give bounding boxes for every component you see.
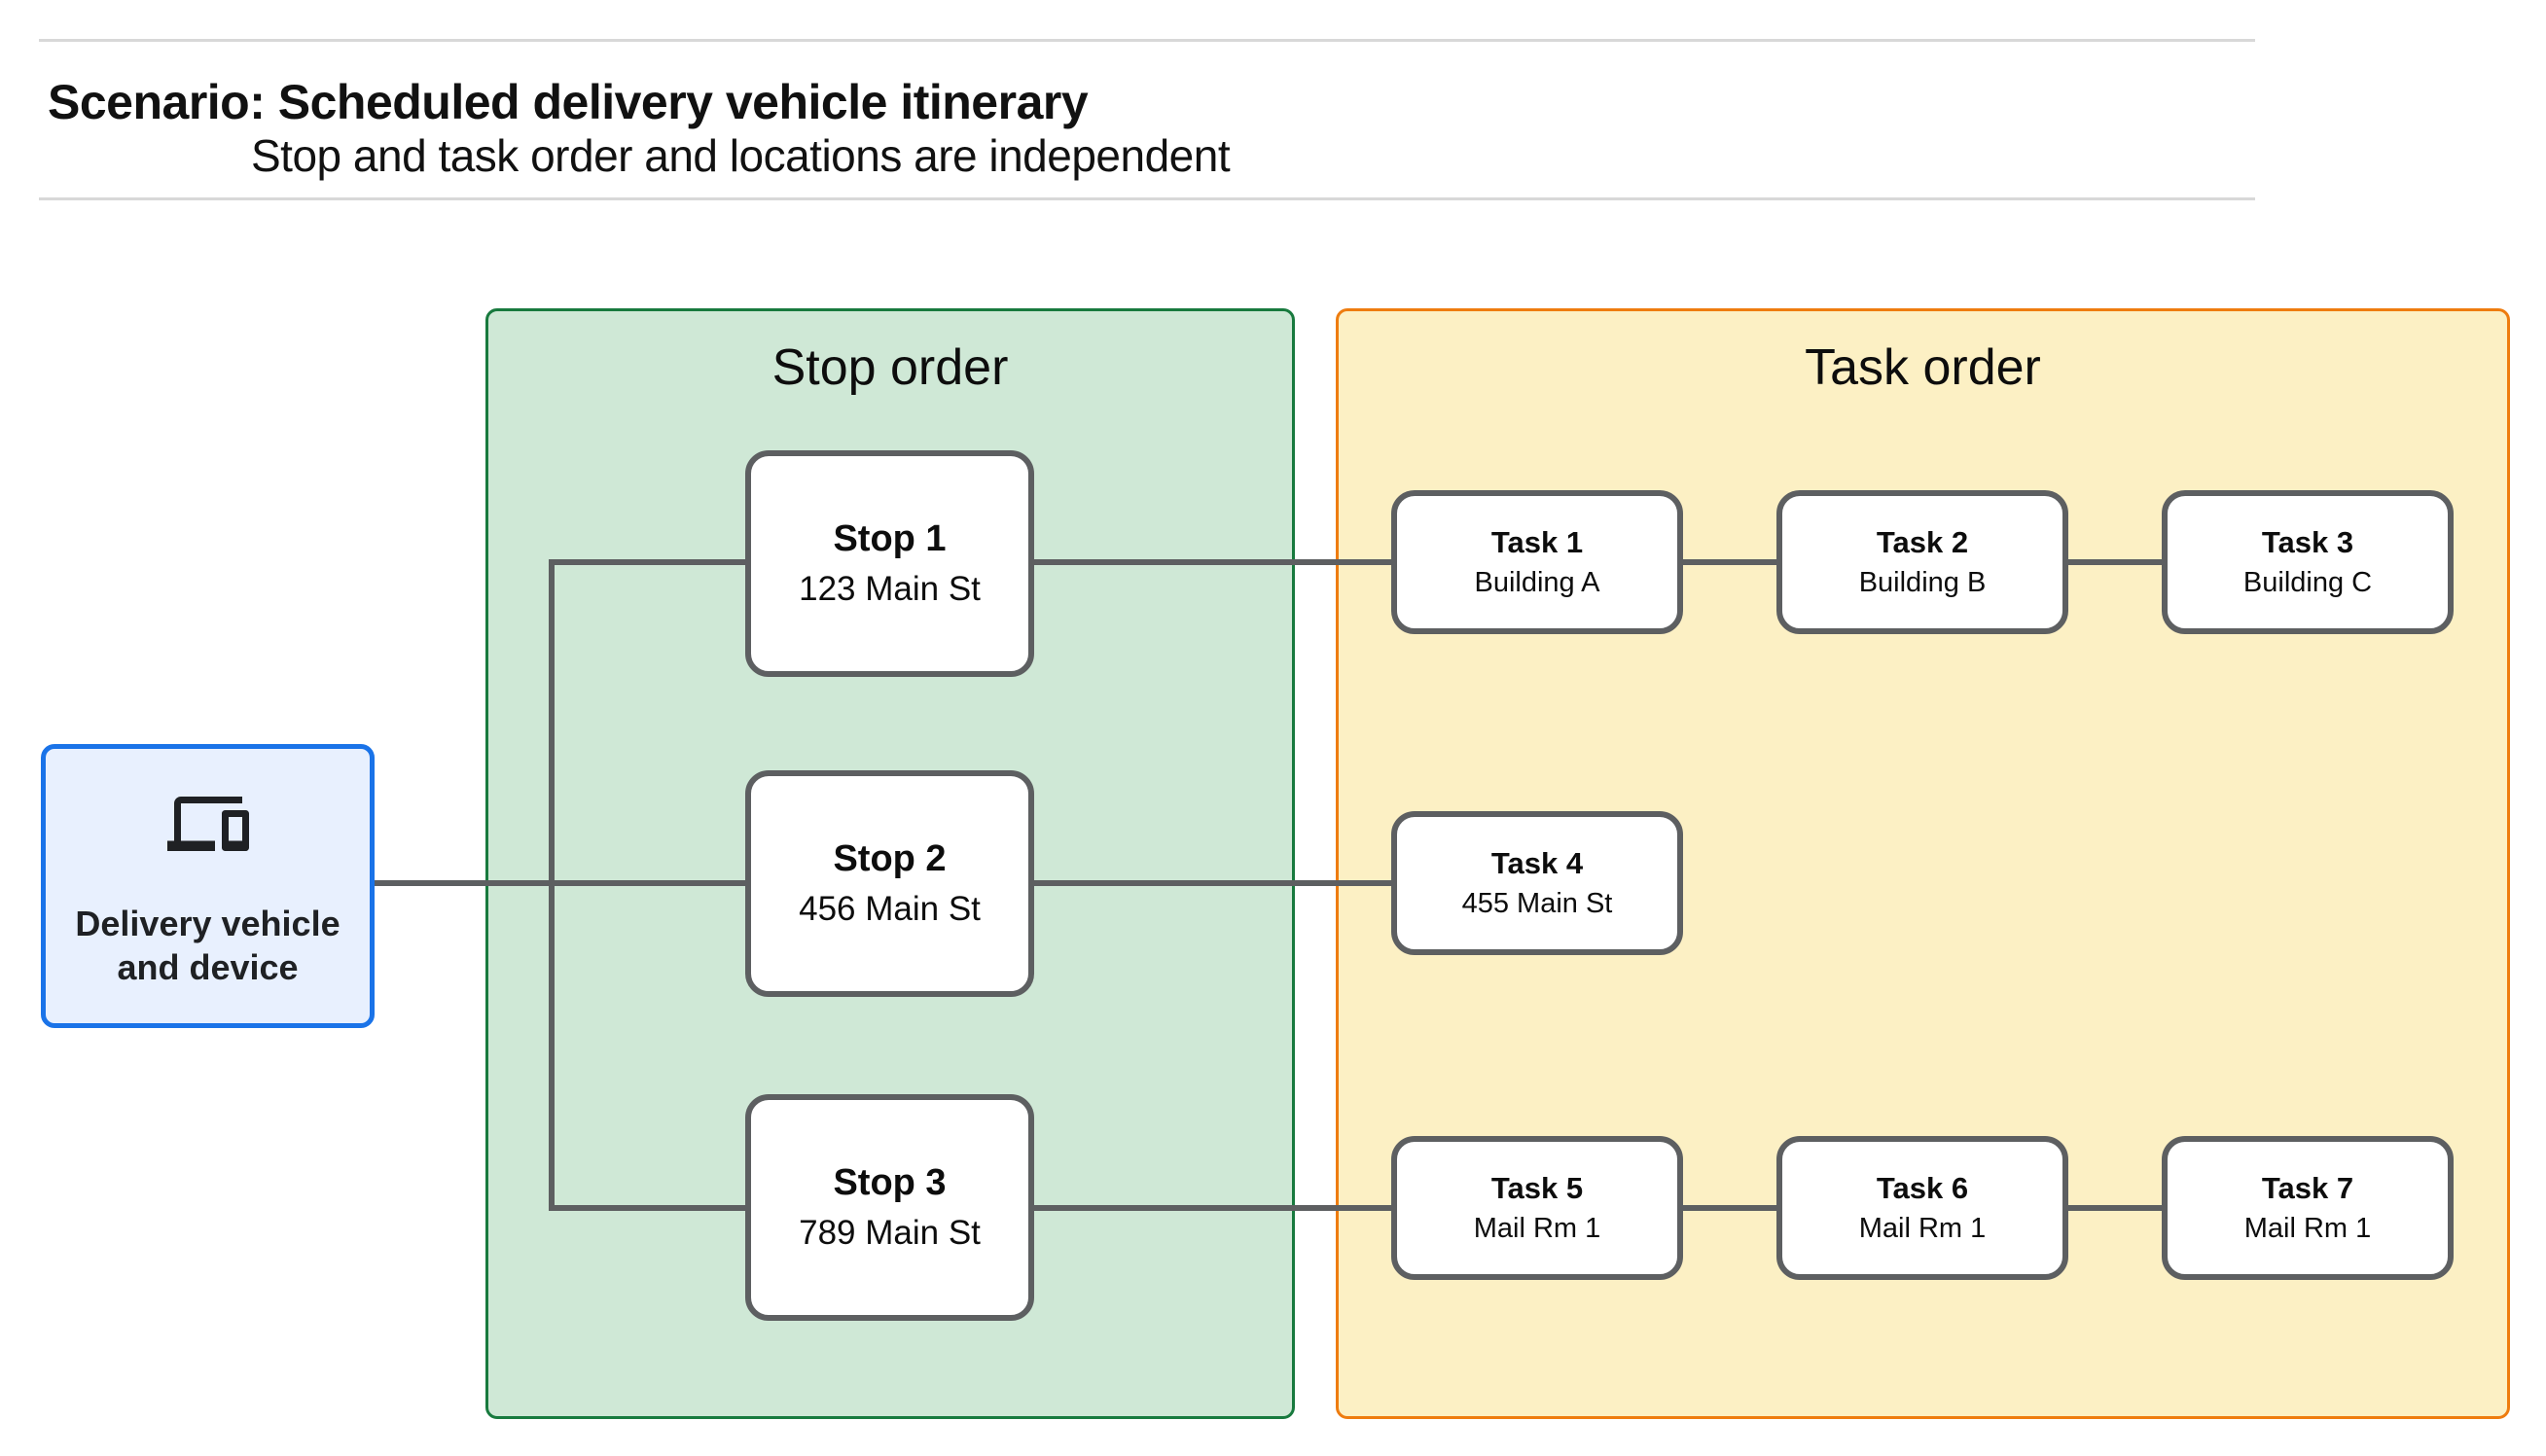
task-5-location: Mail Rm 1 (1473, 1213, 1601, 1244)
task-6-title: Task 6 (1876, 1171, 1969, 1205)
header-top-rule (39, 39, 2255, 42)
connector-row1 (549, 559, 2162, 565)
task-1-node: Task 1 Building A (1391, 490, 1683, 634)
task-4-node: Task 4 455 Main St (1391, 811, 1683, 955)
devices-icon (166, 797, 249, 851)
connector-row3 (549, 1205, 2162, 1211)
delivery-vehicle-label: Delivery vehicle and device (75, 902, 340, 989)
task-3-title: Task 3 (2261, 525, 2354, 559)
task-6-node: Task 6 Mail Rm 1 (1776, 1136, 2068, 1280)
stop-2-node: Stop 2 456 Main St (745, 770, 1034, 997)
task-order-panel-title: Task order (1805, 339, 2041, 396)
task-6-location: Mail Rm 1 (1858, 1213, 1987, 1244)
stop-order-panel-title: Stop order (771, 339, 1009, 396)
task-2-location: Building B (1858, 567, 1987, 598)
stop-1-title: Stop 1 (833, 518, 947, 559)
stop-1-node: Stop 1 123 Main St (745, 450, 1034, 677)
page-subtitle: Stop and task order and locations are in… (251, 130, 1231, 181)
task-5-title: Task 5 (1490, 1171, 1584, 1205)
task-3-node: Task 3 Building C (2162, 490, 2454, 634)
task-4-location: 455 Main St (1461, 888, 1613, 919)
delivery-vehicle-label-line2: and device (117, 947, 299, 987)
stop-1-address: 123 Main St (799, 570, 981, 608)
stop-2-title: Stop 2 (833, 838, 947, 879)
stop-3-title: Stop 3 (833, 1162, 947, 1203)
task-1-location: Building A (1474, 567, 1600, 598)
task-5-node: Task 5 Mail Rm 1 (1391, 1136, 1683, 1280)
header-bottom-rule (39, 197, 2255, 200)
task-1-title: Task 1 (1490, 525, 1584, 559)
task-4-title: Task 4 (1490, 846, 1584, 880)
stop-3-node: Stop 3 789 Main St (745, 1094, 1034, 1321)
delivery-vehicle-node: Delivery vehicle and device (41, 744, 375, 1028)
stop-2-address: 456 Main St (799, 890, 981, 928)
task-2-node: Task 2 Building B (1776, 490, 2068, 634)
delivery-vehicle-label-line1: Delivery vehicle (75, 904, 341, 943)
task-3-location: Building C (2242, 567, 2373, 598)
task-2-title: Task 2 (1876, 525, 1969, 559)
task-7-node: Task 7 Mail Rm 1 (2162, 1136, 2454, 1280)
connector-branch-vertical (549, 559, 555, 1211)
task-7-location: Mail Rm 1 (2243, 1213, 2372, 1244)
page-title: Scenario: Scheduled delivery vehicle iti… (48, 75, 1089, 129)
stop-3-address: 789 Main St (799, 1214, 981, 1252)
task-7-title: Task 7 (2261, 1171, 2354, 1205)
